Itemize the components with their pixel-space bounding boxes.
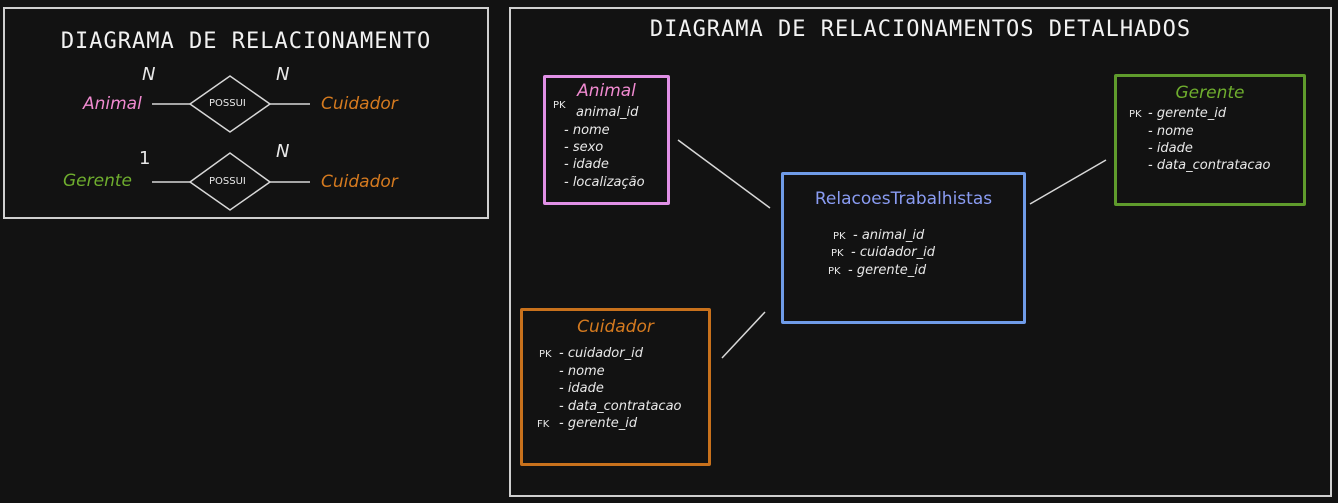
rel2-verb: POSSUI (209, 176, 246, 187)
animal-field: - sexo (564, 140, 604, 155)
relacoes-table-title: RelacoesTrabalhistas (814, 189, 993, 209)
cuidador-field: - cuidador_id (559, 346, 643, 361)
cuidador-field: - idade (559, 381, 604, 396)
cuidador-table: Cuidador PK - cuidador_id - nome - idade… (520, 308, 711, 466)
rel2-right-entity: Cuidador (321, 172, 398, 192)
rel1-right-entity: Cuidador (321, 94, 398, 114)
relacoes-field: - gerente_id (848, 263, 927, 278)
relacoes-tag: PK (831, 248, 844, 259)
gerente-tag: PK (1129, 109, 1142, 120)
gerente-relacoes-line (1029, 159, 1107, 205)
rel2-left-cardinality: 1 (139, 148, 151, 169)
relacoes-field: - animal_id (853, 228, 925, 243)
gerente-field: - data_contratacao (1148, 158, 1271, 173)
gerente-field: - idade (1148, 141, 1193, 156)
er-panel: DIAGRAMA DE RELACIONAMENTO (3, 7, 489, 219)
rel1-right-cardinality: N (276, 64, 290, 85)
animal-table: Animal PK animal_id - nome - sexo - idad… (543, 75, 670, 205)
animal-relacoes-line (677, 139, 771, 209)
rel1-left-entity: Animal (83, 94, 142, 114)
gerente-field: - nome (1148, 124, 1194, 139)
animal-field: - idade (564, 157, 609, 172)
cuidador-field: - nome (559, 364, 605, 379)
cuidador-table-title: Cuidador (577, 317, 654, 337)
rel1-left-cardinality: N (142, 64, 156, 85)
detailed-panel-title: DIAGRAMA DE RELACIONAMENTOS DETALHADOS (649, 17, 1192, 42)
relacoes-table: RelacoesTrabalhistas PK - animal_id PK -… (781, 172, 1026, 324)
rel1-verb: POSSUI (209, 98, 246, 109)
cuidador-field: - data_contratacao (559, 399, 682, 414)
relacoes-tag: PK (833, 231, 846, 242)
animal-pk-tag: PK (553, 100, 566, 111)
animal-field: - localização (564, 175, 645, 190)
cuidador-relacoes-line (721, 311, 766, 359)
detailed-panel: DIAGRAMA DE RELACIONAMENTOS DETALHADOS (509, 7, 1332, 497)
animal-field: - nome (564, 123, 610, 138)
gerente-field: - gerente_id (1148, 106, 1227, 121)
er-panel-title: DIAGRAMA DE RELACIONAMENTO (60, 29, 432, 54)
animal-field: animal_id (576, 105, 639, 120)
gerente-table: Gerente PK - gerente_id - nome - idade -… (1114, 74, 1306, 206)
relacoes-field: - cuidador_id (851, 245, 935, 260)
relacoes-tag: PK (828, 266, 841, 277)
animal-table-title: Animal (577, 81, 636, 101)
cuidador-field: - gerente_id (559, 416, 638, 431)
rel2-left-entity: Gerente (63, 171, 132, 191)
cuidador-tag: FK (537, 419, 550, 430)
rel2-right-cardinality: N (276, 141, 290, 162)
gerente-table-title: Gerente (1175, 83, 1245, 103)
cuidador-tag: PK (539, 349, 552, 360)
